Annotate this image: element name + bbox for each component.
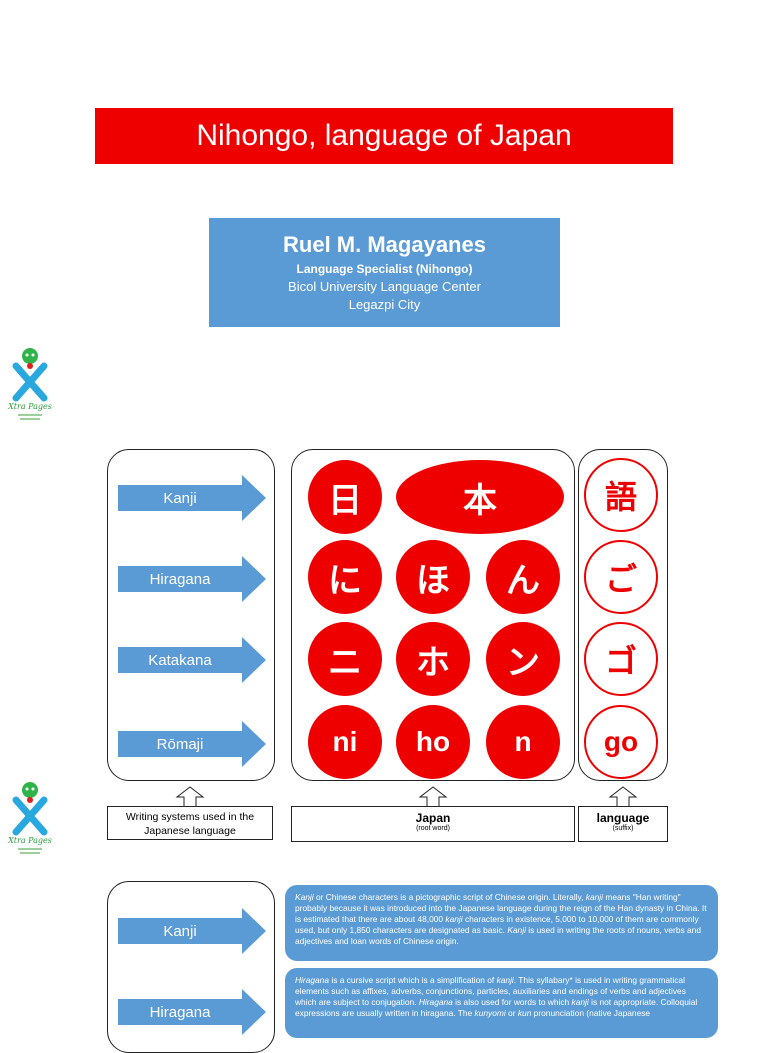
arrow-label: Hiragana	[149, 570, 211, 588]
desc-text: or	[505, 1008, 518, 1018]
page-title: Nihongo, language of Japan	[95, 108, 673, 164]
desc-term: kanji	[585, 892, 604, 902]
char-ho-katakana: ホ	[396, 622, 470, 696]
caption-language-title: language	[596, 811, 650, 825]
caption-japan: Japan (root word)	[291, 806, 575, 842]
char-ni-kanji: 日	[308, 460, 382, 534]
arrow-kanji: Kanji	[118, 475, 266, 521]
char-go-kanji: 語	[584, 458, 658, 532]
caption-language-sub: (suffix)	[612, 825, 634, 832]
char-ho-romaji: ho	[396, 705, 470, 779]
kanji-description: Kanji or Chinese characters is a pictogr…	[285, 885, 718, 961]
desc-text: is not appropriate. Colloquial expressio…	[295, 997, 698, 1018]
up-arrow-icon	[608, 786, 638, 808]
desc-term: Hiragana	[295, 975, 329, 985]
desc-term: kun	[517, 1008, 532, 1018]
arrow-label: Kanji	[163, 922, 197, 940]
char-go-hiragana: ご	[584, 540, 658, 614]
char-ni-hiragana: に	[308, 540, 382, 614]
desc-text: is used in writing the roots of nouns, v…	[295, 925, 701, 946]
desc-term: Hiragana	[418, 997, 453, 1007]
arrow-label: Katakana	[148, 651, 212, 669]
logo-text: Xtra Pages	[7, 402, 52, 411]
char-n-hiragana: ん	[486, 540, 560, 614]
xtra-pages-logo: Xtra Pages	[4, 780, 58, 860]
arrow-label: Hiragana	[149, 1003, 211, 1021]
arrow-label: Kanji	[163, 489, 197, 507]
arrow-label: Rōmaji	[156, 735, 204, 753]
logo-text: Xtra Pages	[7, 836, 52, 845]
desc-term: kanji	[496, 975, 514, 985]
char-go-romaji: go	[584, 705, 658, 779]
desc-term: kanji	[571, 997, 589, 1007]
hiragana-description: Hiragana is a cursive script which is a …	[285, 968, 718, 1038]
bottom-arrow-kanji: Kanji	[118, 908, 266, 954]
caption-japan-sub: (root word)	[416, 825, 450, 832]
char-ho-hiragana: ほ	[396, 540, 470, 614]
desc-text: is also used for words to which	[452, 997, 572, 1007]
up-arrow-icon	[418, 786, 448, 808]
desc-text: or Chinese characters is a pictographic …	[313, 892, 586, 902]
char-ni-katakana: ニ	[308, 622, 382, 696]
desc-text: characters in existence, 5,000 to 10,000…	[295, 914, 699, 935]
author-box: Ruel M. Magayanes Language Specialist (N…	[209, 218, 560, 327]
up-arrow-icon	[175, 786, 205, 808]
char-n-katakana: ン	[486, 622, 560, 696]
xtra-pages-logo: Xtra Pages	[4, 346, 58, 426]
desc-text: means "Han writing" probably because it …	[295, 892, 707, 924]
author-role: Language Specialist (Nihongo)	[296, 262, 473, 276]
char-n-romaji: n	[486, 705, 560, 779]
arrow-romaji: Rōmaji	[118, 721, 266, 767]
char-hon-kanji: 本	[396, 460, 564, 534]
char-ni-romaji: ni	[308, 705, 382, 779]
desc-term: Kanji	[295, 892, 314, 902]
desc-term: Kanji	[507, 925, 526, 935]
arrow-katakana: Katakana	[118, 637, 266, 683]
desc-term: kanji	[445, 914, 463, 924]
desc-text: . This syllabary* is used in writing gra…	[295, 975, 686, 1007]
desc-term: kunyomi	[474, 1008, 506, 1018]
author-city: Legazpi City	[348, 297, 421, 312]
author-organization: Bicol University Language Center	[288, 279, 481, 294]
caption-japan-title: Japan	[415, 811, 451, 825]
desc-text: is a cursive script which is a simplific…	[329, 975, 497, 985]
caption-writing-systems: Writing systems used in the Japanese lan…	[107, 806, 273, 840]
arrow-hiragana: Hiragana	[118, 556, 266, 602]
author-name: Ruel M. Magayanes	[283, 232, 486, 257]
desc-text: pronunciation (native Japanese	[531, 1008, 651, 1018]
bottom-arrow-hiragana: Hiragana	[118, 989, 266, 1035]
caption-language: language (suffix)	[578, 806, 668, 842]
char-go-katakana: ゴ	[584, 622, 658, 696]
